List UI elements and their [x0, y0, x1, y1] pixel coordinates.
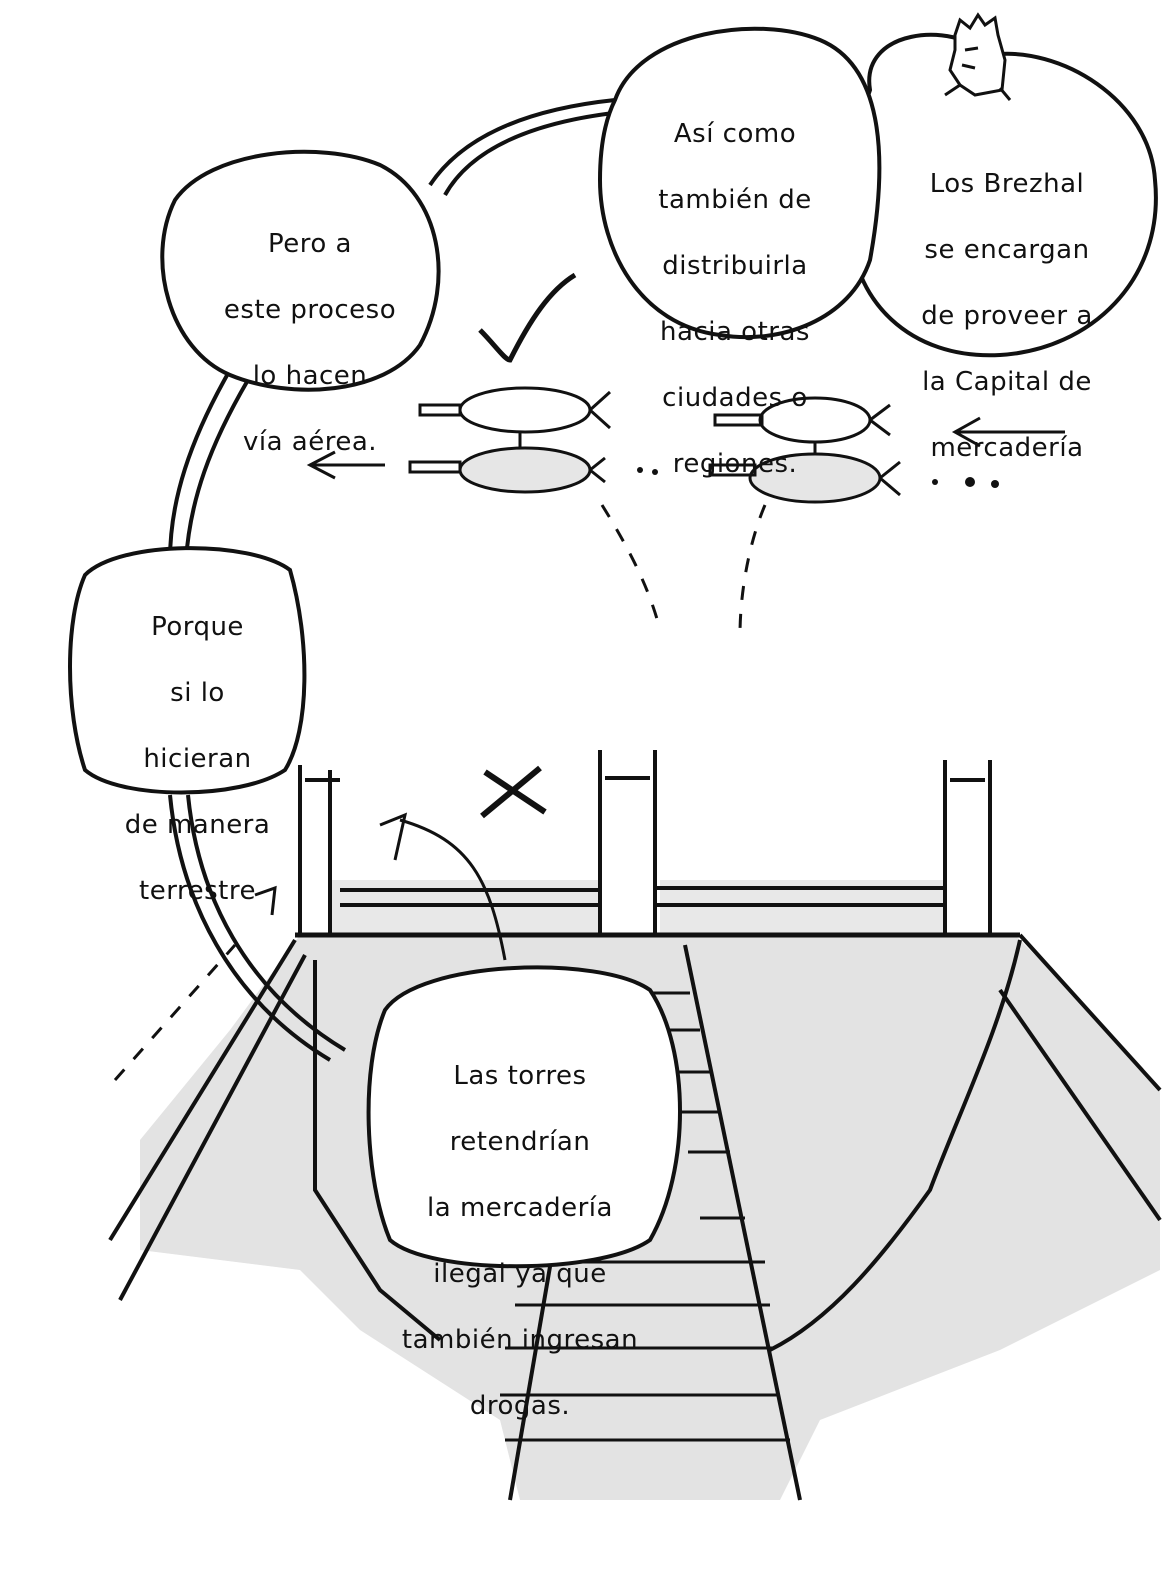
bubble-line: Las torres: [453, 1061, 587, 1091]
bubble-line: este proceso: [223, 295, 397, 325]
direction-arrows: [306, 416, 1065, 480]
bubble-line: la mercadería: [427, 1193, 613, 1223]
speech-bubble-terrestre: Porque si lo hicieran de manera terrestr…: [85, 578, 310, 941]
airship-right: [708, 396, 901, 504]
bubble-line: la Capital de: [922, 367, 1092, 397]
cross-mark: [480, 765, 547, 819]
bubble-shape-aerea: [160, 149, 441, 392]
bubble-line: mercadería: [930, 433, 1084, 463]
bubble-line: ciudades o: [662, 383, 808, 413]
bubble-shape-torres: [366, 965, 682, 1269]
bubble-line: drogas.: [469, 1391, 571, 1421]
motion-dots: [637, 467, 999, 488]
bubble-shape-distribuir: [597, 26, 882, 340]
bubble-line: retendrían: [449, 1127, 591, 1157]
bubble-line: Porque: [151, 612, 244, 642]
arrow-up-curve: [399, 818, 507, 961]
bubble-line: de manera: [124, 810, 271, 840]
wall-structure: [295, 750, 1020, 938]
bubble-line: regiones.: [672, 449, 798, 479]
speech-bubble-brezhal: Los Brezhal se encargan de proveer a la …: [872, 135, 1142, 498]
bubble-line: también ingresan: [401, 1325, 639, 1355]
bubble-line: si lo: [170, 678, 225, 708]
bubble-line: hicieran: [143, 744, 252, 774]
bubble-line: Así como: [673, 119, 797, 149]
bubble-line: distribuirla: [662, 251, 808, 281]
bubble-line: también de: [658, 185, 812, 215]
bubble-line: se encargan: [924, 235, 1090, 265]
speech-bubble-aerea: Pero a este proceso lo hacen vía aérea.: [185, 195, 435, 492]
character-head: [944, 12, 1012, 101]
bubble-line: terrestre: [139, 876, 256, 906]
airship-left: [408, 386, 612, 494]
bubble-line: Pero a: [268, 229, 352, 259]
bubble-connector: [168, 98, 623, 1062]
speech-bubble-distribuir: Así como también de distribuirla hacia o…: [620, 85, 850, 514]
speech-bubble-torres: Las torres retendrían la mercadería ileg…: [375, 1027, 665, 1456]
bubble-line: Los Brezhal: [929, 169, 1085, 199]
bubble-line: lo hacen: [252, 361, 368, 391]
dashed-paths: [113, 504, 767, 1081]
check-mark: [478, 272, 577, 363]
arrow-diagonal-head: [254, 885, 277, 916]
bubble-shape-terrestre: [68, 546, 307, 795]
bubble-line: de proveer a: [921, 301, 1093, 331]
arrow-up-curve-head: [379, 812, 408, 861]
speech-bubbles: [68, 26, 1158, 1269]
bubble-line: hacia otras: [660, 317, 810, 347]
bubble-line: ilegal ya que: [433, 1259, 607, 1289]
road-and-cliffs: [108, 933, 1162, 1501]
bubble-line: vía aérea.: [242, 427, 378, 457]
